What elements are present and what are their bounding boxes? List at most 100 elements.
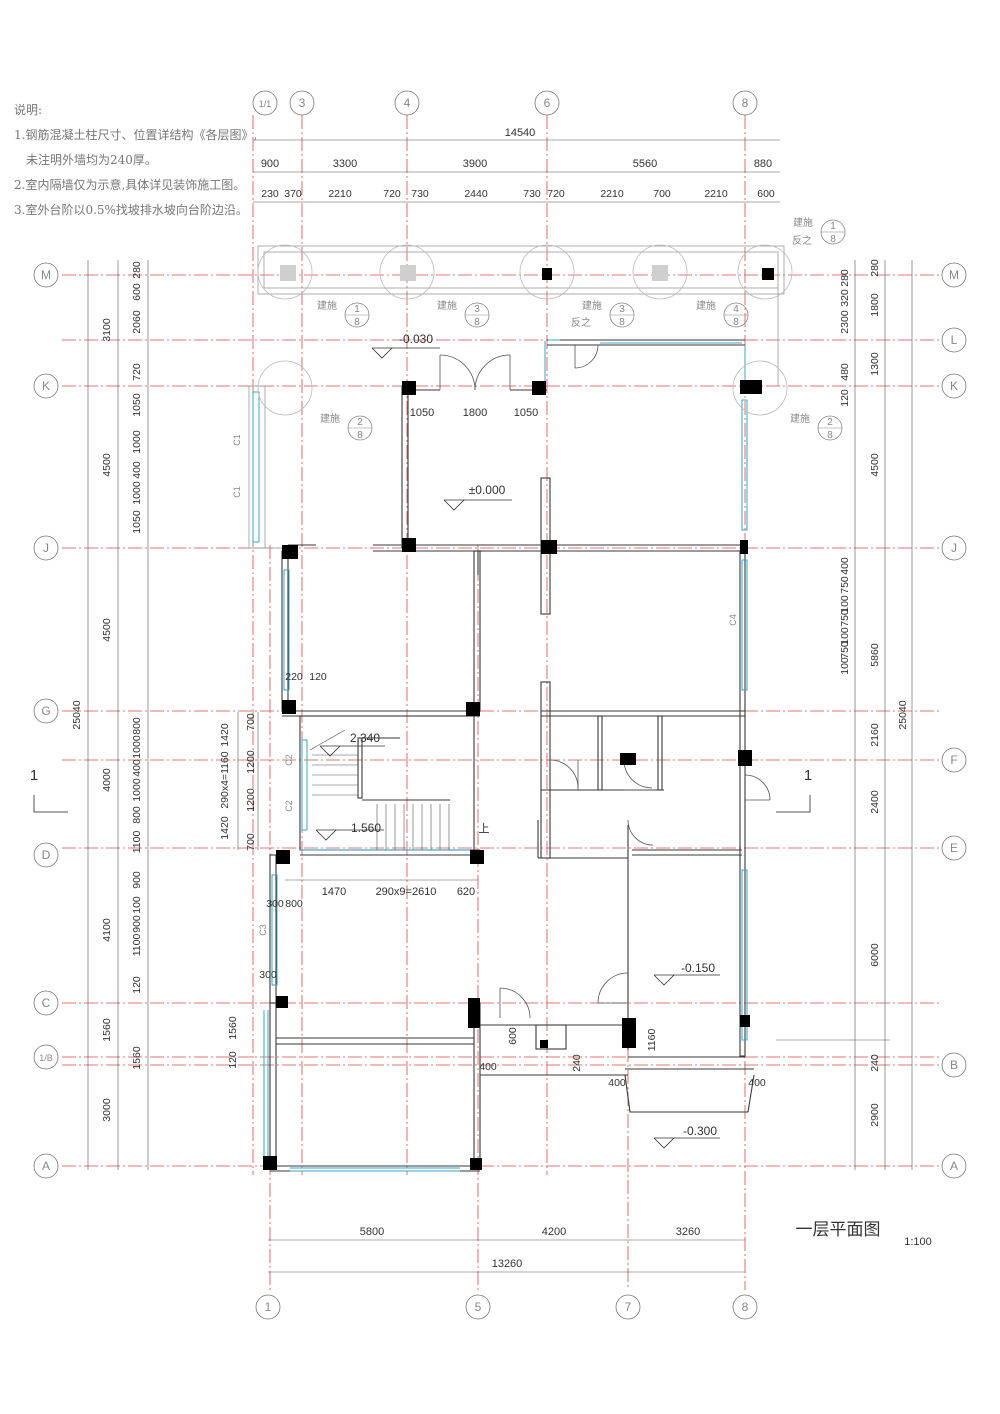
left-dim-inner: 1560 [131, 1046, 143, 1070]
columns [263, 268, 774, 1170]
axis-left-7-bubble [33, 1153, 59, 1179]
left-dim-inner: 900 [131, 871, 143, 889]
note-line-1: 1.钢筋混凝土柱尺寸、位置详结构《各层图》, [14, 128, 258, 142]
axis-right-1-label: L [951, 333, 958, 347]
misc-dim: 800 [285, 898, 303, 910]
level-label: 2.340 [350, 731, 380, 745]
right-dim-outer: 2900 [869, 1103, 881, 1127]
left-dim-inner: 800 [131, 717, 143, 735]
misc-dim: 120 [227, 1051, 239, 1069]
axis-right-6-label: B [950, 1058, 958, 1072]
section-marks [33, 795, 811, 813]
detail-label: 建施 [790, 412, 810, 425]
left-dim-outer: 4100 [101, 918, 113, 942]
axis-grid [62, 115, 940, 1290]
axis-bottom-2-label: 7 [625, 1300, 632, 1314]
axis-right-4-bubble [941, 747, 967, 773]
right-dim-inner: 750 [839, 609, 851, 627]
left-dim-inner: 400 [131, 461, 143, 479]
detail-number: 2 [827, 417, 833, 428]
section-mark-right: 1 [804, 767, 812, 784]
axis-left-1-label: K [42, 379, 50, 393]
right-dim-inner: 750 [839, 576, 851, 594]
top-dim-row1: 880 [754, 158, 772, 170]
left-dim-inner: 900 [131, 915, 143, 933]
top-dim-row2: 720 [383, 188, 401, 200]
window-tag: C4 [728, 614, 738, 626]
detail-number: 2 [357, 417, 363, 428]
stair-side-dim: 1420 [219, 816, 231, 840]
drawing-title: 一层平面图 [796, 1220, 881, 1239]
right-dim-inner: 750 [839, 641, 851, 659]
level-label: -0.030 [399, 332, 433, 346]
detail-sheet: 8 [733, 317, 739, 328]
misc-dim: 400 [748, 1077, 766, 1089]
detail-callout-circles [257, 244, 793, 416]
top-dim-row2: 2440 [464, 188, 488, 200]
misc-dim: 400 [608, 1077, 626, 1089]
detail-sub-label: 反之 [571, 316, 591, 329]
detail-label: 建施 [320, 412, 340, 425]
axis-bottom-3-label: 8 [742, 1300, 749, 1314]
level-label: 1.560 [351, 821, 381, 835]
notes-title: 说明: [14, 103, 43, 117]
dimension-lines [87, 139, 913, 1273]
axis-right-6-bubble [941, 1052, 967, 1078]
axis-left-5-label: C [42, 996, 51, 1010]
axis-top-0-label: 1/1 [259, 99, 272, 109]
top-dim-row2: 2210 [704, 188, 728, 200]
detail-sheet: 8 [830, 234, 836, 245]
misc-dim: 600 [507, 1027, 519, 1045]
left-dim-inner: 1000 [131, 481, 143, 505]
window-tag: C1 [232, 434, 242, 446]
stair-side-dim-2: 1200 [245, 788, 257, 812]
bottom-dim-row1: 4200 [542, 1226, 566, 1238]
level-label: ±0.000 [469, 483, 506, 497]
axis-left-2-label: J [43, 541, 49, 555]
axis-top-4-label: 8 [742, 96, 749, 110]
axis-right-3-bubble [941, 535, 967, 561]
axis-right-0-bubble [941, 262, 967, 288]
door-dim: 1800 [463, 407, 487, 419]
window-tag: C3 [258, 924, 268, 936]
top-dim-total: 14540 [505, 127, 536, 139]
top-dim-row2: 730 [523, 188, 541, 200]
pale-columns [280, 265, 668, 281]
axis-top-3-bubble [534, 90, 560, 116]
left-dim-inner: 1000 [131, 735, 143, 759]
top-dim-row2: 370 [284, 188, 302, 200]
axis-right-7-bubble [941, 1153, 967, 1179]
bottom-dim-row1: 3260 [676, 1226, 700, 1238]
axis-top-2-bubble [394, 90, 420, 116]
detail-sheet: 8 [474, 317, 480, 328]
misc-dim: 220 [285, 671, 303, 683]
top-dim-row1: 3900 [463, 158, 487, 170]
axis-right-7-label: A [950, 1159, 958, 1173]
right-dim-total: 25040 [897, 700, 909, 729]
stair-dim: 290x9=2610 [376, 886, 437, 898]
axis-right-0-label: M [949, 268, 959, 282]
section-mark-left: 1 [30, 767, 38, 784]
top-dim-row1: 3300 [333, 158, 357, 170]
detail-sheet: 8 [619, 317, 625, 328]
detail-sub-label: 反之 [792, 234, 812, 247]
misc-dim: 1560 [227, 1016, 239, 1040]
drawing-scale: 1:100 [904, 1236, 932, 1248]
detail-sheet: 8 [354, 317, 360, 328]
window-tag: C2 [284, 800, 294, 812]
stair-side-dim-2: 700 [245, 833, 257, 851]
bottom-dim-row1: 5800 [360, 1226, 384, 1238]
right-dim-inner: 320 [839, 289, 851, 307]
axis-right-2-label: K [950, 379, 958, 393]
axis-left-3-bubble [33, 698, 59, 724]
window-tag: C2 [284, 754, 294, 766]
stair-treads [309, 729, 450, 850]
bottom-dim-total: 13260 [492, 1258, 523, 1270]
left-dim-inner: 1000 [131, 430, 143, 454]
axis-top-1-label: 3 [299, 96, 306, 110]
left-dim-inner: 600 [131, 283, 143, 301]
right-dim-inner: 120 [839, 389, 851, 407]
axis-left-1-bubble [33, 373, 59, 399]
right-dim-outer: 4500 [869, 453, 881, 477]
